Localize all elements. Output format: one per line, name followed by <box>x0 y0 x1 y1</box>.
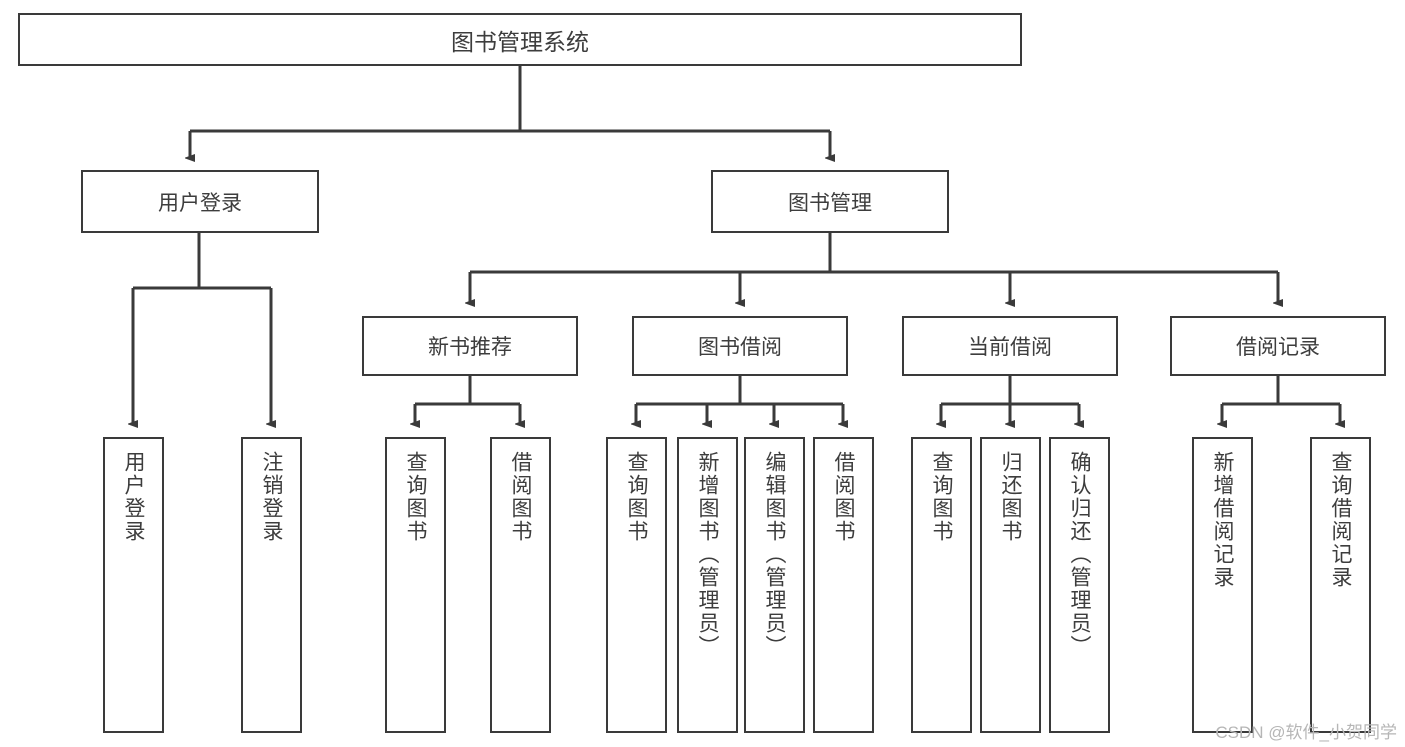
leaf-add-record[interactable]: 新增借阅记录 <box>1192 437 1253 733</box>
leaf-add-book-label: 新增图书（管理员） <box>696 451 719 658</box>
leaf-return-book[interactable]: 归还图书 <box>980 437 1041 733</box>
leaf-confirm-return-label: 确认归还（管理员） <box>1068 451 1091 658</box>
leaf-borrow-book-1[interactable]: 借阅图书 <box>490 437 551 733</box>
leaf-query-book-2[interactable]: 查询图书 <box>606 437 667 733</box>
node-book-management-label: 图书管理 <box>788 191 872 215</box>
node-book-borrow[interactable]: 图书借阅 <box>632 316 848 376</box>
leaf-query-book-1[interactable]: 查询图书 <box>385 437 446 733</box>
leaf-user-logout[interactable]: 注销登录 <box>241 437 302 733</box>
node-book-management[interactable]: 图书管理 <box>711 170 949 233</box>
node-root-label: 图书管理系统 <box>451 28 589 55</box>
node-book-borrow-label: 图书借阅 <box>698 336 782 359</box>
leaf-borrow-book-2[interactable]: 借阅图书 <box>813 437 874 733</box>
leaf-borrow-book-1-label: 借阅图书 <box>509 451 532 543</box>
leaf-query-book-2-label: 查询图书 <box>625 451 648 543</box>
leaf-user-login[interactable]: 用户登录 <box>103 437 164 733</box>
leaf-borrow-book-2-label: 借阅图书 <box>832 451 855 543</box>
leaf-edit-book[interactable]: 编辑图书（管理员） <box>744 437 805 733</box>
node-new-book-recommend[interactable]: 新书推荐 <box>362 316 578 376</box>
node-borrow-record-label: 借阅记录 <box>1236 336 1320 359</box>
node-current-borrow[interactable]: 当前借阅 <box>902 316 1118 376</box>
leaf-user-logout-label: 注销登录 <box>260 451 283 543</box>
csdn-watermark: CSDN @软件_小贺同学 <box>1215 723 1397 742</box>
leaf-return-book-label: 归还图书 <box>999 451 1022 543</box>
node-root[interactable]: 图书管理系统 <box>18 13 1022 66</box>
leaf-confirm-return[interactable]: 确认归还（管理员） <box>1049 437 1110 733</box>
leaf-query-book-3-label: 查询图书 <box>930 451 953 543</box>
node-user-login[interactable]: 用户登录 <box>81 170 319 233</box>
node-borrow-record[interactable]: 借阅记录 <box>1170 316 1386 376</box>
leaf-query-record-label: 查询借阅记录 <box>1329 451 1352 589</box>
leaf-add-record-label: 新增借阅记录 <box>1211 451 1234 589</box>
node-user-login-label: 用户登录 <box>158 191 242 215</box>
leaf-add-book[interactable]: 新增图书（管理员） <box>677 437 738 733</box>
leaf-query-book-3[interactable]: 查询图书 <box>911 437 972 733</box>
leaf-user-login-label: 用户登录 <box>122 451 145 543</box>
node-current-borrow-label: 当前借阅 <box>968 336 1052 359</box>
leaf-edit-book-label: 编辑图书（管理员） <box>763 451 786 658</box>
node-new-book-recommend-label: 新书推荐 <box>428 336 512 359</box>
leaf-query-book-1-label: 查询图书 <box>404 451 427 543</box>
leaf-query-record[interactable]: 查询借阅记录 <box>1310 437 1371 733</box>
